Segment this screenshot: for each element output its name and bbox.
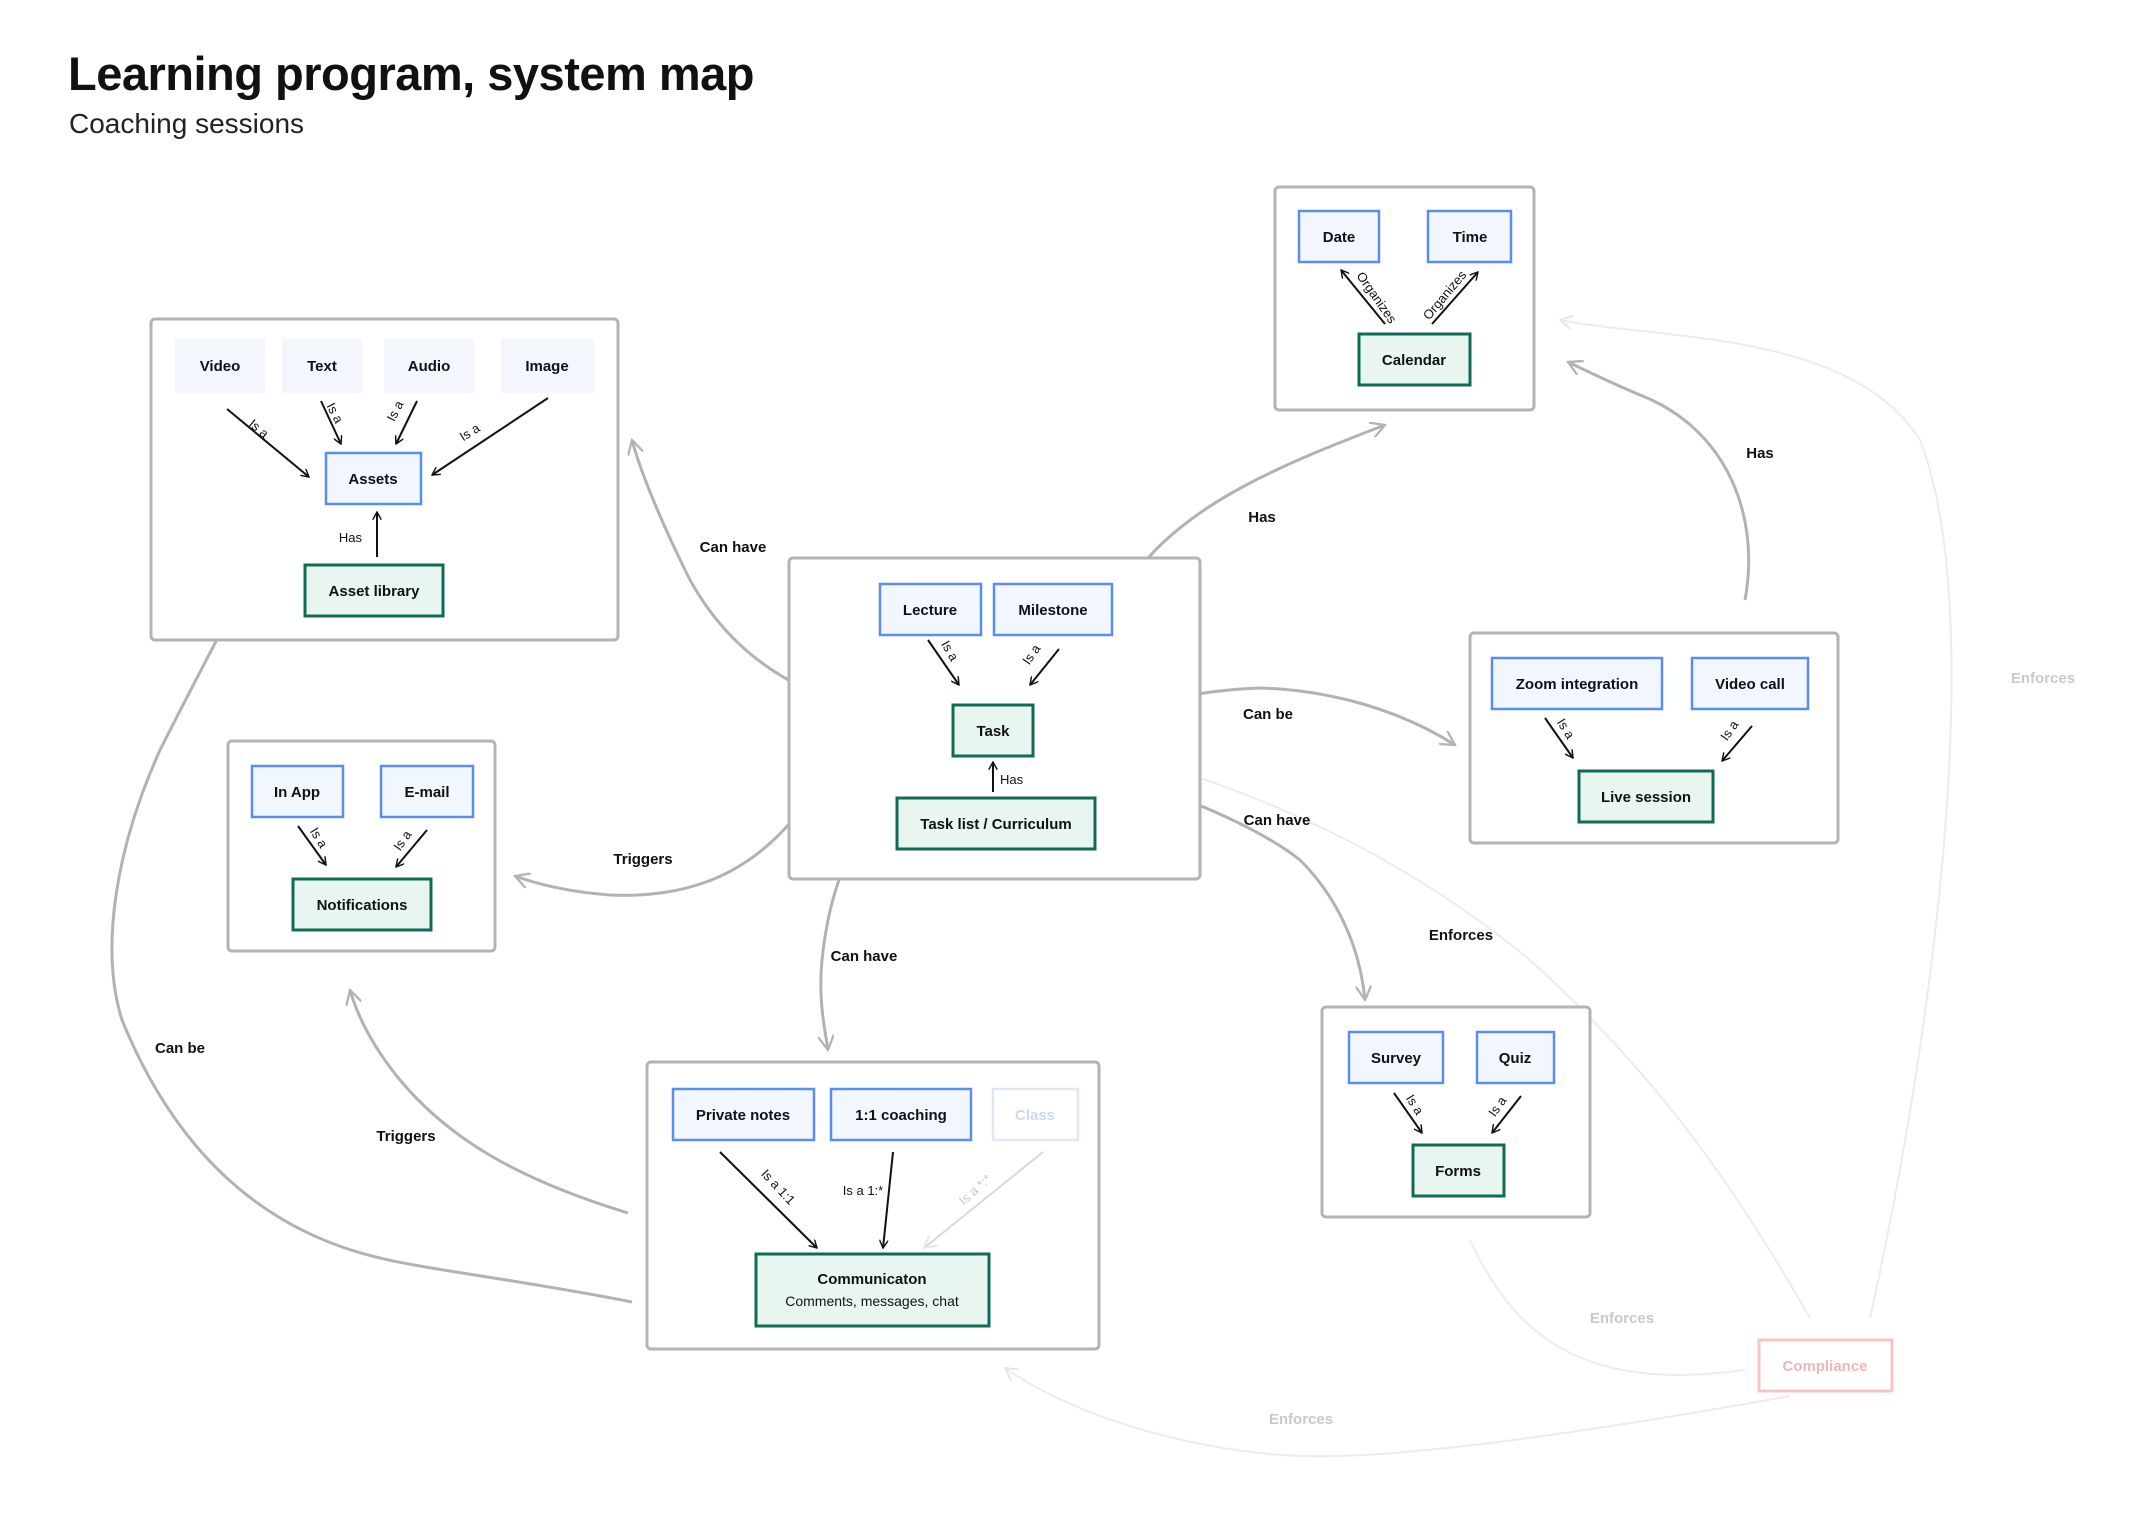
calendar-node[interactable] [1357, 332, 1472, 387]
calendar-node-label: Calendar [1382, 352, 1446, 369]
communication-node-label: Communicaton [817, 1271, 926, 1288]
audio-node-label: Audio [408, 358, 451, 375]
in-app-node-label: In App [274, 784, 320, 801]
communication-node[interactable] [754, 1252, 991, 1328]
enforces-calendar-label: Enforces [2011, 670, 2075, 687]
quiz-node-label: Quiz [1499, 1050, 1532, 1067]
live-session-cluster: Zoom integration Video call Live session… [1490, 656, 1810, 824]
enforces-forms-label: Enforces [1429, 927, 1493, 944]
task-node[interactable] [951, 703, 1035, 758]
text-node[interactable] [282, 339, 362, 393]
task-triggers-label: Triggers [613, 851, 672, 868]
image-node[interactable] [501, 339, 594, 393]
task-can-have-forms-label: Can have [1244, 812, 1311, 829]
enforces-compliance-label: Enforces [1590, 1310, 1654, 1327]
video-node-label: Video [200, 358, 241, 375]
date-node[interactable] [1297, 209, 1381, 264]
milestone-node-label: Milestone [1018, 602, 1087, 619]
private-notes-node[interactable] [671, 1087, 816, 1142]
task-node-label: Task [976, 723, 1010, 740]
time-node[interactable] [1426, 209, 1513, 264]
task-can-have-communication-label: Can have [831, 948, 898, 965]
coaching-is-a-label: Is a 1:* [843, 1183, 883, 1198]
notifications-cluster: In App E-mail Notifications Is a Is a [250, 764, 475, 932]
class-node[interactable] [991, 1087, 1080, 1142]
text-node-label: Text [307, 358, 337, 375]
coaching-11-node-label: 1:1 coaching [855, 1107, 947, 1124]
zoom-integration-node[interactable] [1490, 656, 1664, 711]
lecture-node[interactable] [878, 582, 983, 637]
private-notes-node-label: Private notes [696, 1107, 790, 1124]
enforces-communication-label: Enforces [1269, 1411, 1333, 1428]
task-list-has-label: Has [1000, 772, 1024, 787]
communication-triggers-label: Triggers [376, 1128, 435, 1145]
assets-node-label: Assets [348, 471, 397, 488]
date-node-label: Date [1323, 229, 1356, 246]
task-cluster: Lecture Milestone Task Task list / Curri… [878, 582, 1114, 851]
email-node[interactable] [379, 764, 475, 819]
forms-node-label: Forms [1435, 1163, 1481, 1180]
communication-node-sublabel: Comments, messages, chat [785, 1293, 959, 1309]
email-node-label: E-mail [404, 784, 449, 801]
live-session-node-label: Live session [1601, 789, 1691, 806]
live-session-node[interactable] [1577, 769, 1715, 824]
assets-node[interactable] [324, 451, 423, 506]
library-has-label: Has [339, 530, 363, 545]
asset-library-node[interactable] [303, 563, 445, 618]
communication-can-be-label: Can be [155, 1040, 205, 1057]
page-title: Learning program, system map [68, 47, 754, 100]
video-node[interactable] [175, 339, 265, 393]
zoom-integration-node-label: Zoom integration [1516, 676, 1639, 693]
milestone-node[interactable] [992, 582, 1114, 637]
time-node-label: Time [1453, 229, 1488, 246]
task-can-have-assets-label: Can have [700, 539, 767, 556]
video-call-node-label: Video call [1715, 676, 1785, 693]
forms-node[interactable] [1411, 1143, 1506, 1198]
lecture-node-label: Lecture [903, 602, 957, 619]
notifications-node[interactable] [291, 877, 433, 932]
task-can-be-live-label: Can be [1243, 706, 1293, 723]
compliance-node[interactable] [1757, 1338, 1894, 1393]
coaching-11-node[interactable] [829, 1087, 973, 1142]
survey-node-label: Survey [1371, 1050, 1422, 1067]
task-list-node-label: Task list / Curriculum [920, 816, 1071, 833]
in-app-node[interactable] [250, 764, 345, 819]
class-node-label: Class [1015, 1107, 1055, 1124]
compliance-connections [1005, 320, 1953, 1458]
page-subtitle: Coaching sessions [69, 108, 305, 139]
audio-node[interactable] [384, 339, 474, 393]
compliance-node-label: Compliance [1782, 1358, 1867, 1375]
task-has-calendar-label: Has [1248, 509, 1276, 526]
asset-library-node-label: Asset library [329, 583, 421, 600]
image-node-label: Image [525, 358, 568, 375]
quiz-node[interactable] [1475, 1030, 1556, 1085]
survey-node[interactable] [1347, 1030, 1445, 1085]
notifications-node-label: Notifications [317, 897, 408, 914]
task-list-node[interactable] [895, 796, 1097, 851]
video-call-node[interactable] [1690, 656, 1810, 711]
live-session-has-calendar-label: Has [1746, 445, 1774, 462]
